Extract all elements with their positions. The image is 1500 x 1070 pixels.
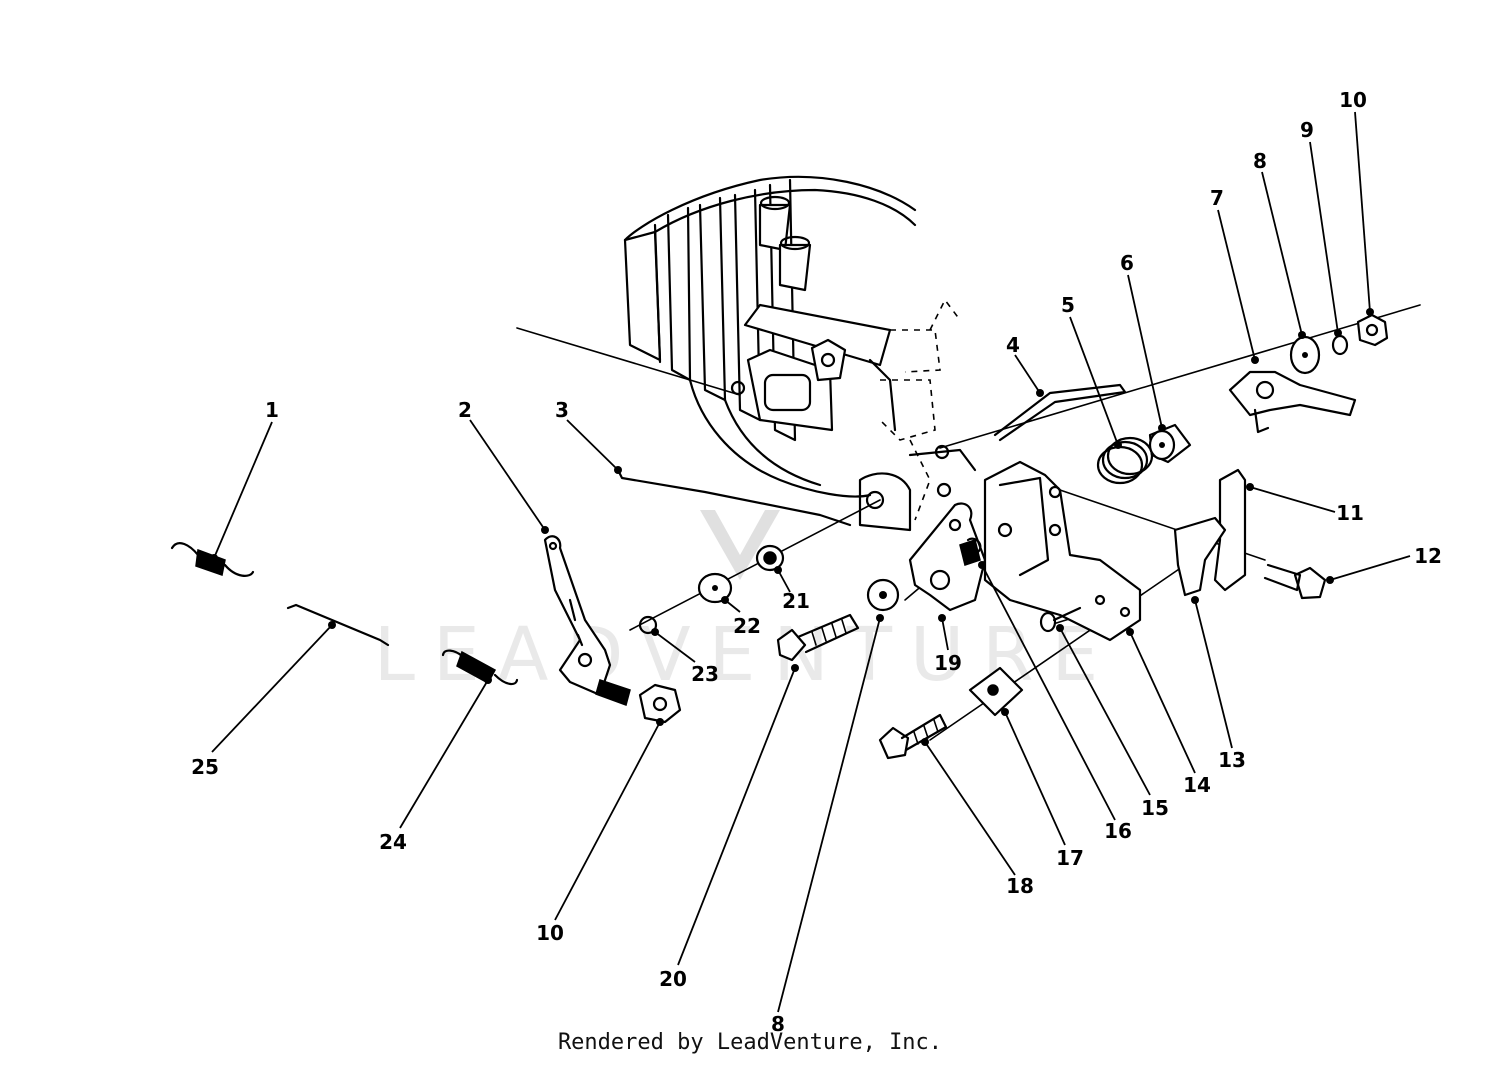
part-8-lower-washer	[866, 578, 900, 612]
label-18: 18	[1006, 874, 1034, 898]
label-22: 22	[733, 614, 761, 638]
label-13: 13	[1218, 748, 1246, 772]
part-14-bracket	[983, 460, 1142, 642]
part-labels: 1 2 3 4 5 6 7 8 9 10 11 12 13 14 15 16 1…	[191, 88, 1442, 1036]
part-2-governor-lever	[543, 535, 631, 706]
part-7-throttle-lever	[1228, 370, 1357, 434]
label-15: 15	[1141, 796, 1169, 820]
label-2: 2	[458, 398, 472, 422]
part-4-link-rod	[993, 383, 1127, 442]
part-22-washer	[697, 572, 733, 604]
part-15-screw	[1039, 606, 1082, 633]
label-23: 23	[691, 662, 719, 686]
part-23-washer	[638, 615, 658, 635]
label-21: 21	[782, 589, 810, 613]
leader-lines	[210, 111, 1411, 1013]
label-8-lower: 8	[771, 1012, 785, 1036]
part-8-upper-washer	[1289, 335, 1321, 375]
label-25: 25	[191, 755, 219, 779]
label-20: 20	[659, 967, 687, 991]
part-17-clip-nut	[968, 666, 1024, 717]
label-24: 24	[379, 830, 407, 854]
part-9-lock-washer	[1331, 334, 1349, 356]
label-10-lower: 10	[536, 921, 564, 945]
part-12-bolt	[1263, 563, 1327, 600]
label-3: 3	[555, 398, 569, 422]
label-1: 1	[265, 398, 279, 422]
part-11-bracket	[1213, 468, 1247, 592]
part-16-spring	[966, 537, 982, 554]
label-7: 7	[1210, 186, 1224, 210]
watermark-logo	[700, 510, 780, 580]
label-16: 16	[1104, 819, 1132, 843]
part-6-bushing	[1148, 423, 1192, 464]
part-10-lower-hex-nut	[638, 683, 682, 724]
label-8-upper: 8	[1253, 149, 1267, 173]
label-14: 14	[1183, 773, 1211, 797]
part-5-spring-coil	[1096, 436, 1154, 485]
label-10-upper: 10	[1339, 88, 1367, 112]
label-19: 19	[934, 651, 962, 675]
part-25-link-rod	[286, 603, 390, 647]
label-5: 5	[1061, 293, 1075, 317]
label-9: 9	[1300, 118, 1314, 142]
part-13-small-bracket	[1173, 516, 1227, 597]
part-3-governor-rod	[616, 468, 852, 527]
label-17: 17	[1056, 846, 1084, 870]
engine-block	[623, 175, 977, 532]
part-10-upper-hex-nut	[1356, 313, 1389, 347]
label-4: 4	[1006, 333, 1020, 357]
label-12: 12	[1414, 544, 1442, 568]
part-19-control-plate	[908, 502, 987, 612]
part-20-bolt	[776, 613, 860, 662]
label-6: 6	[1120, 251, 1134, 275]
label-11: 11	[1336, 501, 1364, 525]
part-21-bushing	[755, 544, 785, 572]
credit-text: Rendered by LeadVenture, Inc.	[557, 1030, 943, 1055]
